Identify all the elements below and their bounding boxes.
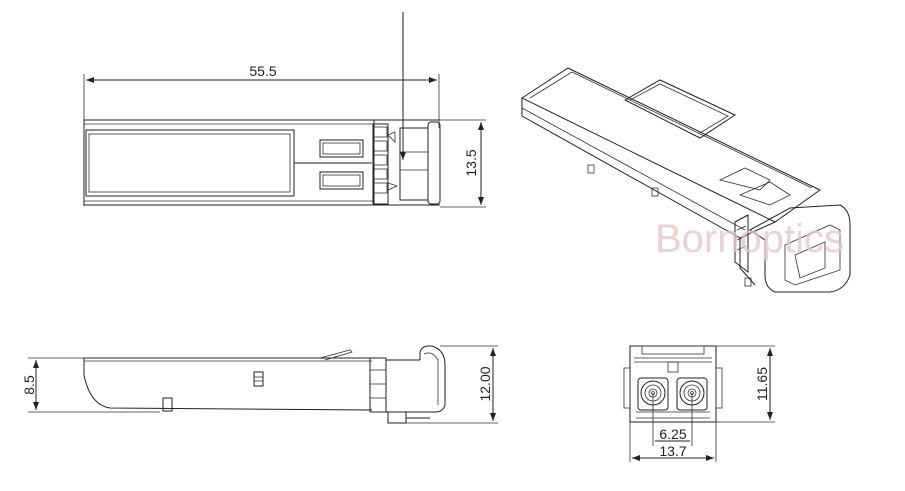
watermark: Bornoptics [655, 217, 844, 261]
latch-handle [386, 345, 446, 413]
connector-ladder-side [369, 357, 387, 413]
module-body-side [83, 357, 373, 411]
dimension-front-width-label: 13.7 [659, 443, 686, 459]
dimension-port-pitch-label: 6.25 [659, 426, 686, 442]
dimension-length-label: 55.5 [249, 63, 276, 79]
dimension-width-label: 13.5 [463, 149, 479, 176]
port-housing-iso [749, 204, 851, 293]
label-recess [85, 129, 295, 197]
isometric-view [520, 67, 851, 293]
connector-ladder [372, 123, 399, 205]
label-recess-iso [623, 79, 737, 139]
dimension-side-height-label: 8.5 [21, 375, 37, 395]
top-view: 55.5 13.5 [83, 12, 486, 208]
front-view: 6.25 13.7 11.65 [623, 345, 775, 462]
side-view: 8.5 12.00 [21, 345, 498, 424]
dimension-front-height-label: 11.65 [754, 367, 770, 401]
front-housing [629, 345, 717, 423]
dimension-total-height-label: 12.00 [477, 366, 493, 401]
